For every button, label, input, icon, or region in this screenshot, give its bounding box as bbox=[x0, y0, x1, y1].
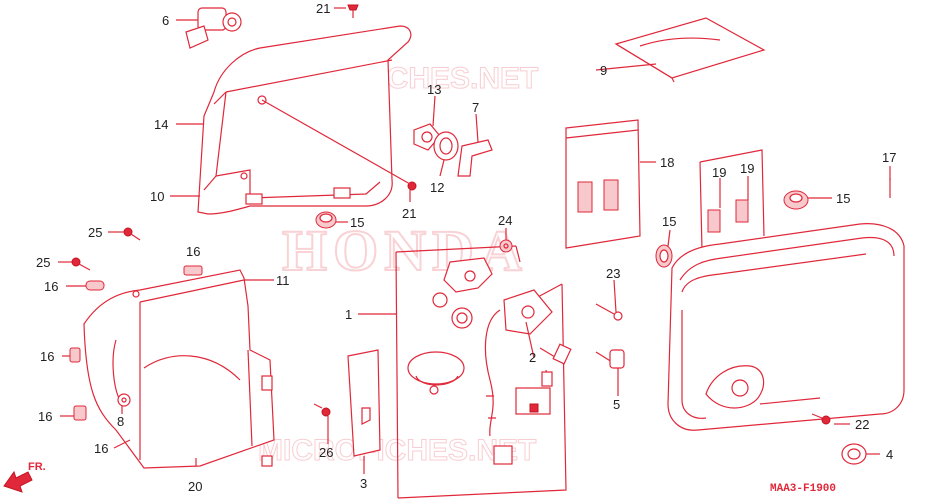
part-plate-3 bbox=[347, 349, 381, 457]
leader-lines bbox=[58, 7, 891, 474]
callout-labels: 6 21 14 13 7 12 10 21 15 25 25 16 16 11 … bbox=[36, 1, 896, 494]
callout-4: 4 bbox=[886, 447, 893, 462]
callout-15-b: 15 bbox=[662, 214, 676, 229]
callout-16-c: 16 bbox=[40, 349, 54, 364]
callout-25: 25 bbox=[88, 225, 102, 240]
callout-1: 1 bbox=[345, 307, 352, 322]
part-grommet-15c bbox=[783, 190, 809, 210]
part-manual-9 bbox=[614, 17, 766, 83]
callout-16-d: 16 bbox=[38, 409, 52, 424]
part-pad-16c bbox=[69, 347, 81, 363]
part-pad-16d bbox=[73, 405, 87, 421]
callout-16-e: 16 bbox=[94, 441, 108, 456]
callout-3: 3 bbox=[360, 476, 367, 491]
part-screw-22 bbox=[811, 413, 831, 425]
part-pad-16b bbox=[85, 280, 105, 291]
callout-7: 7 bbox=[472, 100, 479, 115]
part-key-2 bbox=[539, 343, 572, 387]
callout-2: 2 bbox=[529, 350, 536, 365]
part-screw-21a bbox=[347, 4, 359, 18]
diagram-code: MAA3-F1900 bbox=[770, 483, 836, 495]
callout-15-c: 15 bbox=[836, 191, 850, 206]
callout-8: 8 bbox=[117, 414, 124, 429]
callout-19: 19 bbox=[712, 165, 726, 180]
callout-6: 6 bbox=[162, 13, 169, 28]
part-grommet-12 bbox=[433, 131, 459, 161]
part-bolt-24 bbox=[499, 239, 513, 253]
callout-12: 12 bbox=[430, 180, 444, 195]
part-nut-8 bbox=[117, 393, 131, 407]
callout-24: 24 bbox=[498, 213, 512, 228]
callout-5: 5 bbox=[613, 397, 620, 412]
callout-21: 21 bbox=[316, 1, 330, 16]
part-key-cylinder-6 bbox=[185, 7, 242, 49]
callout-16-b: 16 bbox=[44, 279, 58, 294]
callout-19-b: 19 bbox=[740, 161, 754, 176]
callout-25-b: 25 bbox=[36, 255, 50, 270]
callout-26: 26 bbox=[319, 445, 333, 460]
callout-20: 20 bbox=[188, 479, 202, 494]
front-direction-label: FR. bbox=[28, 461, 46, 473]
part-clip-7 bbox=[457, 139, 493, 177]
part-pouch-18 bbox=[565, 119, 641, 249]
callout-14: 14 bbox=[154, 117, 168, 132]
callout-13: 13 bbox=[427, 82, 441, 97]
part-inner-panel-11 bbox=[83, 269, 275, 469]
part-bolt-23 bbox=[595, 303, 623, 321]
callout-21-b: 21 bbox=[402, 206, 416, 221]
part-cap-4 bbox=[841, 443, 867, 465]
part-inner-cover-14 bbox=[197, 25, 412, 215]
part-bolt-25a bbox=[123, 227, 141, 241]
part-lock-housing bbox=[432, 257, 493, 329]
part-key-5 bbox=[595, 349, 625, 369]
callout-15: 15 bbox=[350, 215, 364, 230]
part-bolt-25b bbox=[71, 257, 91, 271]
callout-11: 11 bbox=[276, 273, 290, 288]
callout-9: 9 bbox=[600, 63, 607, 78]
front-direction-arrow: FR. bbox=[3, 461, 46, 493]
callout-16: 16 bbox=[186, 244, 200, 259]
part-pad-16a bbox=[183, 265, 203, 276]
callout-23: 23 bbox=[606, 266, 620, 281]
part-grommet-15b bbox=[655, 244, 673, 268]
part-lid-17 bbox=[667, 178, 905, 431]
part-screw-26 bbox=[313, 403, 331, 417]
callout-17: 17 bbox=[882, 150, 896, 165]
part-labels-19 bbox=[699, 149, 765, 251]
part-cylinder-wire bbox=[484, 289, 553, 465]
part-grommet-15a bbox=[315, 211, 337, 229]
callout-10: 10 bbox=[150, 189, 164, 204]
part-fuel-cap bbox=[407, 351, 465, 395]
part-gasket-13 bbox=[413, 123, 441, 151]
callout-22: 22 bbox=[855, 417, 869, 432]
callout-18: 18 bbox=[660, 155, 674, 170]
